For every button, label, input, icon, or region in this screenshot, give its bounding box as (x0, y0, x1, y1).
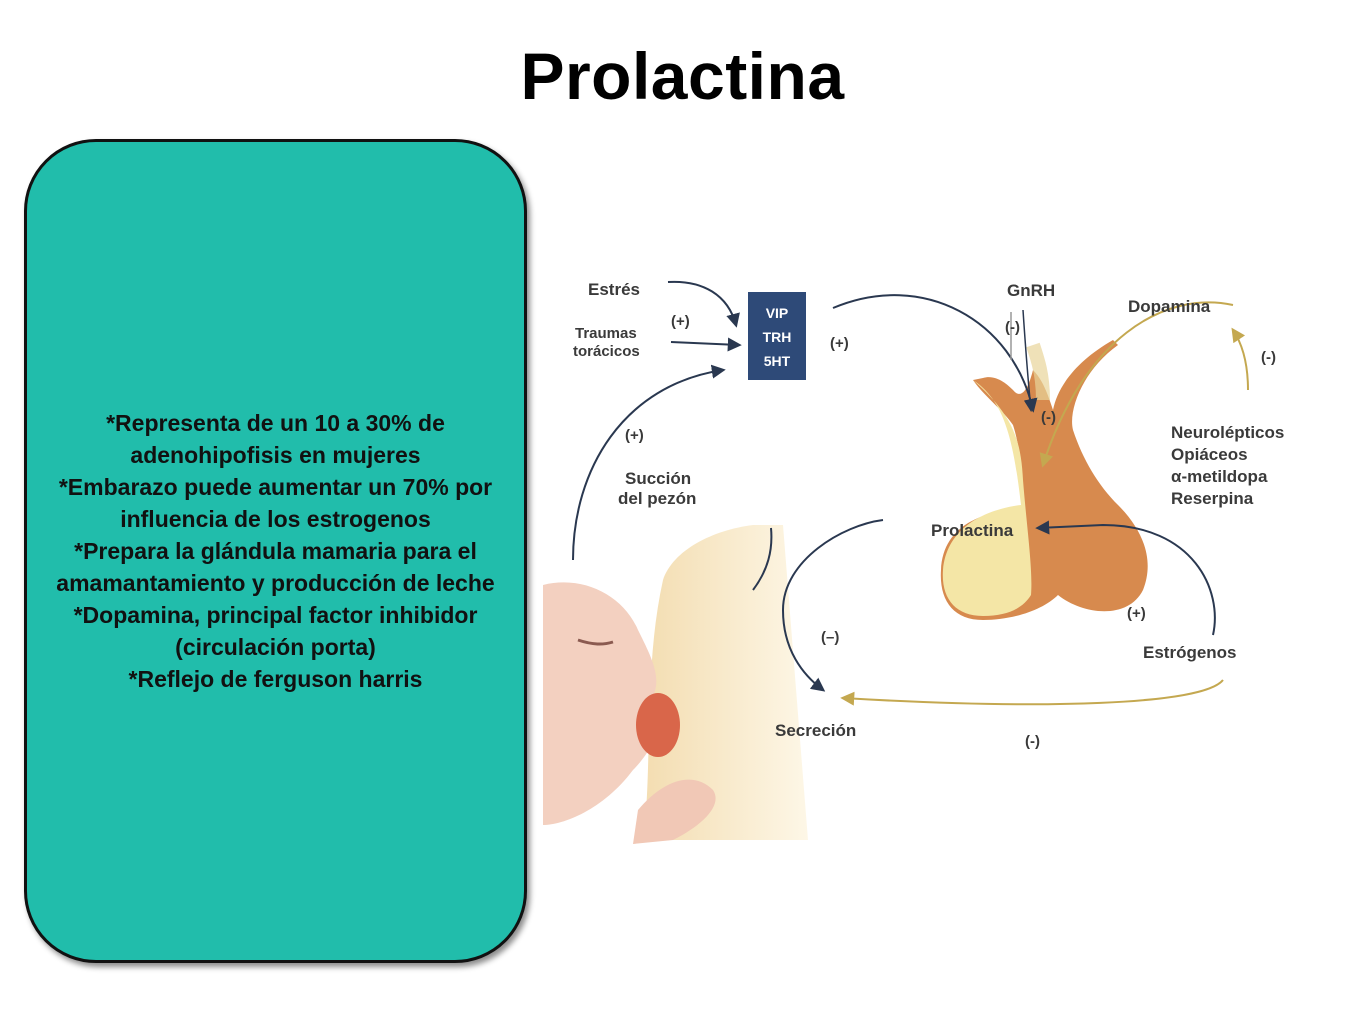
sign-minus-gnrh: (-) (1005, 319, 1020, 336)
label-succion-2: del pezón (618, 489, 696, 508)
label-gnrh: GnRH (1007, 281, 1055, 300)
sign-minus-dopamina: (-) (1261, 349, 1276, 366)
label-sht: 5HT (764, 353, 791, 369)
info-line: *Representa de un 10 a 30% de adenohipof… (106, 410, 445, 468)
sign-plus-succion: (+) (625, 427, 644, 444)
label-opiaceos: Opiáceos (1171, 445, 1248, 464)
slide-title: Prolactina (520, 39, 845, 113)
info-line: *Dopamina, principal factor inhibidor (73, 602, 478, 628)
label-dopamina: Dopamina (1128, 297, 1211, 316)
vip-trh-box (748, 292, 806, 380)
label-trh: TRH (763, 329, 792, 345)
breast-illustration (643, 525, 808, 840)
label-prolactina: Prolactina (931, 521, 1014, 540)
label-traumas-1: Traumas (575, 325, 637, 342)
sign-plus-traumas: (+) (671, 313, 690, 330)
sign-plus-box: (+) (830, 335, 849, 352)
label-vip: VIP (766, 305, 789, 321)
label-estres: Estrés (588, 280, 640, 299)
nipple-illustration (636, 693, 680, 757)
sign-minus-bottom: (-) (1025, 733, 1040, 750)
info-line: (circulación porta) (175, 634, 376, 660)
info-list: *Representa de un 10 a 30% de adenohipof… (45, 407, 506, 695)
label-metildopa: α-metildopa (1171, 467, 1268, 486)
label-reserpina: Reserpina (1171, 489, 1254, 508)
info-line: *Reflejo de ferguson harris (128, 666, 423, 692)
baby-illustration (543, 582, 659, 825)
info-line: *Prepara la glándula mamaria para el ama… (56, 538, 495, 596)
sign-minus-stalk: (-) (1041, 409, 1056, 426)
label-traumas-2: torácicos (573, 343, 640, 360)
info-card: *Representa de un 10 a 30% de adenohipof… (24, 139, 527, 963)
sign-plus-estrogenos: (+) (1127, 605, 1146, 622)
sign-minus-secrecion: (–) (821, 629, 839, 646)
label-neurolepticos: Neurolépticos (1171, 423, 1284, 442)
label-estrogenos: Estrógenos (1143, 643, 1237, 662)
label-secrecion: Secreción (775, 721, 856, 740)
label-succion-1: Succión (625, 469, 691, 488)
info-line: *Embarazo puede aumentar un 70% por infl… (58, 474, 493, 532)
prolactin-diagram: VIP TRH 5HT Estrés Traumas torácicos (+)… (543, 280, 1284, 844)
